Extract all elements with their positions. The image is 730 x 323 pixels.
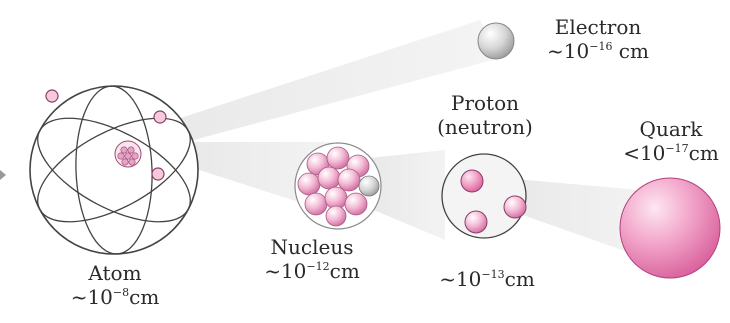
arrow-icon — [0, 170, 6, 180]
proton-alt-name: (neutron) — [420, 116, 550, 140]
proton-label: Proton (neutron) — [420, 92, 550, 139]
proton-name: Proton — [420, 92, 550, 116]
electron-label: Electron ~10−16 cm — [528, 16, 668, 63]
electron-size: ~10−16 cm — [528, 40, 668, 64]
atom-electron-dot — [152, 168, 164, 180]
nucleus-size: ~10−12cm — [252, 260, 372, 284]
quark-illustration — [620, 178, 720, 278]
nucleus-label: Nucleus ~10−12cm — [252, 236, 372, 283]
quark-label: Quark <10−17cm — [612, 118, 730, 165]
atom-name: Atom — [60, 262, 170, 286]
atom-illustration — [22, 85, 206, 256]
quark-size: <10−17cm — [612, 142, 730, 166]
proton-size: ~10−13cm — [422, 268, 552, 292]
atom-electron-dot — [46, 90, 58, 102]
atom-label: Atom ~10−8cm — [60, 262, 170, 309]
proton-illustration — [442, 154, 526, 238]
atom-size: ~10−8cm — [60, 286, 170, 310]
nucleus-illustration — [295, 143, 381, 229]
electron-name: Electron — [528, 16, 668, 40]
electron-illustration — [478, 23, 514, 59]
nucleus-name: Nucleus — [252, 236, 372, 260]
proton-size-label: ~10−13cm — [422, 268, 552, 292]
atom-electron-dot — [154, 111, 166, 123]
quark-name: Quark — [612, 118, 730, 142]
